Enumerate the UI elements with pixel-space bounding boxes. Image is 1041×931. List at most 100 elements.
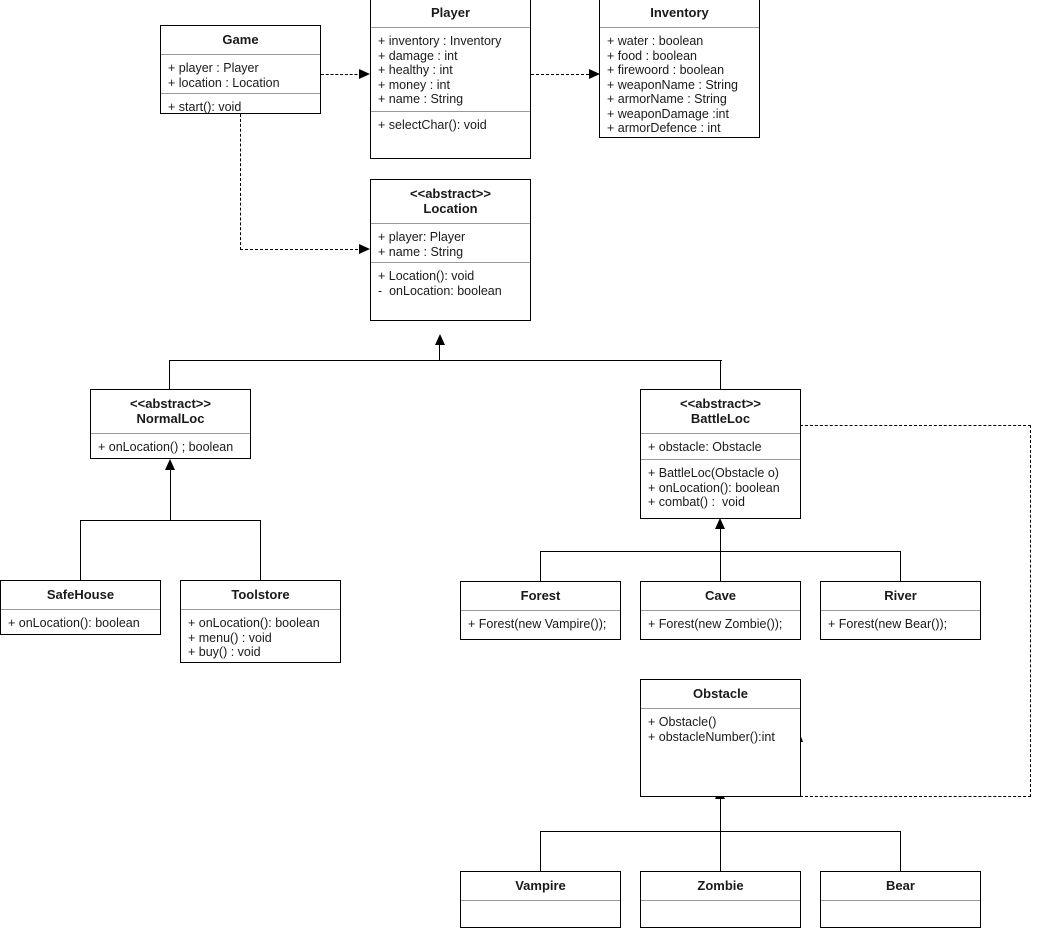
- class-separator: [161, 54, 320, 55]
- class-name-river: River: [884, 588, 917, 603]
- attribute-row: + Forest(new Vampire());: [468, 617, 607, 631]
- attribute-row: + weaponDamage :int: [607, 106, 729, 121]
- class-title-game: Game: [161, 26, 320, 54]
- class-box-normalloc[interactable]: <<abstract>> NormalLoc + onLocation() ; …: [90, 389, 251, 459]
- class-separator: [1, 609, 160, 610]
- attribute-row: + money : int: [378, 77, 450, 92]
- class-box-vampire[interactable]: Vampire: [460, 871, 621, 928]
- class-title-zombie: Zombie: [641, 872, 800, 900]
- connector-obstacle-stem: [719, 798, 721, 832]
- class-attributes-game: + player : Player + location : Location: [161, 55, 320, 93]
- class-separator: [461, 610, 620, 611]
- class-separator: [821, 610, 980, 611]
- class-box-player[interactable]: Player + inventory : Inventory + damage …: [370, 0, 531, 159]
- class-attributes-forest: + Forest(new Vampire());: [461, 611, 620, 638]
- class-box-inventory[interactable]: Inventory + water : boolean + food : boo…: [599, 0, 760, 138]
- class-attributes-location: + player: Player + name : String: [371, 224, 530, 262]
- attribute-row: + player: Player: [378, 230, 466, 244]
- attribute-row: + obstacleNumber():int: [648, 729, 775, 744]
- class-separator: [461, 900, 620, 901]
- class-methods-game: + start(): void: [161, 94, 320, 121]
- class-name-bear: Bear: [886, 878, 915, 893]
- class-name-safehouse: SafeHouse: [46, 587, 115, 602]
- arrowhead-subclasses-to-normalloc: [165, 459, 175, 470]
- class-title-toolstore: Toolstore: [181, 581, 340, 609]
- attribute-row: + firewoord : boolean: [607, 63, 725, 77]
- method-row: + onLocation(): boolean: [648, 480, 780, 495]
- class-box-forest[interactable]: Forest + Forest(new Vampire());: [460, 581, 621, 640]
- class-box-bear[interactable]: Bear: [820, 871, 981, 928]
- attribute-row: + armorDefence : int: [607, 121, 721, 135]
- class-name-battleloc: BattleLoc: [690, 411, 751, 426]
- class-title-battleloc: <<abstract>> BattleLoc: [641, 390, 800, 433]
- arrowhead-subclasses-to-battleloc: [715, 518, 725, 529]
- class-name-inventory: Inventory: [650, 5, 709, 20]
- class-separator: [371, 223, 530, 224]
- arrowhead-player-to-inventory: [589, 68, 600, 79]
- attribute-row: + damage : int: [378, 48, 458, 63]
- connector-game-to-player: [321, 74, 367, 75]
- connector-bus-to-toolstore: [260, 520, 262, 580]
- class-separator: [821, 900, 980, 901]
- attribute-row: + Forest(new Bear());: [828, 617, 948, 631]
- class-attributes-player: + inventory : Inventory + damage : int +…: [371, 28, 530, 111]
- class-name-toolstore: Toolstore: [231, 587, 290, 602]
- connector-battleloc-to-obstacle-top: [800, 425, 1031, 426]
- arrowhead-game-to-player: [359, 68, 370, 79]
- class-separator: [161, 93, 320, 94]
- class-title-player: Player: [371, 0, 530, 27]
- attribute-row: + armorName : String: [607, 92, 727, 106]
- class-separator: [371, 262, 530, 263]
- attribute-row: + onLocation(): boolean: [8, 616, 140, 630]
- class-box-game[interactable]: Game + player : Player + location : Loca…: [160, 25, 321, 114]
- attribute-row: + obstacle: Obstacle: [648, 440, 762, 454]
- class-attributes-toolstore: + onLocation(): boolean + menu() : void …: [181, 610, 340, 666]
- class-separator: [91, 433, 250, 434]
- class-attributes-inventory: + water : boolean + food : boolean + fir…: [600, 28, 759, 142]
- class-box-safehouse[interactable]: SafeHouse + onLocation(): boolean: [0, 580, 161, 635]
- class-stereotype-location: <<abstract>>: [410, 186, 491, 201]
- method-row: - onLocation: boolean: [378, 283, 502, 298]
- connector-bus-to-zombie: [720, 831, 722, 871]
- class-box-location[interactable]: <<abstract>> Location + player: Player +…: [370, 179, 531, 321]
- connector-game-to-location-vertical: [240, 114, 241, 250]
- class-separator: [600, 27, 759, 28]
- class-box-obstacle[interactable]: Obstacle + Obstacle() + obstacleNumber()…: [640, 679, 801, 797]
- connector-battleloc-to-obstacle-bottom: [800, 796, 1031, 797]
- attribute-row: + healthy : int: [378, 63, 453, 77]
- class-title-river: River: [821, 582, 980, 610]
- connector-bus-to-normalloc: [169, 360, 171, 389]
- class-methods-player: + selectChar(): void: [371, 112, 530, 139]
- class-attributes-cave: + Forest(new Zombie());: [641, 611, 800, 638]
- class-separator: [641, 433, 800, 434]
- class-stereotype-battleloc: <<abstract>>: [680, 396, 761, 411]
- class-box-river[interactable]: River + Forest(new Bear());: [820, 581, 981, 640]
- class-box-cave[interactable]: Cave + Forest(new Zombie());: [640, 581, 801, 640]
- method-row: + combat() : void: [648, 495, 745, 509]
- class-title-vampire: Vampire: [461, 872, 620, 900]
- attribute-row: + name : String: [378, 244, 464, 259]
- class-attributes-normalloc: + onLocation() ; boolean: [91, 434, 250, 461]
- connector-location-stem: [439, 344, 441, 361]
- attribute-row: + menu() : void: [188, 630, 272, 645]
- class-stereotype-normalloc: <<abstract>>: [130, 396, 211, 411]
- class-separator: [641, 610, 800, 611]
- class-name-location: Location: [423, 201, 478, 216]
- class-box-zombie[interactable]: Zombie: [640, 871, 801, 928]
- class-title-obstacle: Obstacle: [641, 680, 800, 708]
- class-methods-battleloc: + BattleLoc(Obstacle o) + onLocation(): …: [641, 460, 800, 516]
- class-box-toolstore[interactable]: Toolstore + onLocation(): boolean + menu…: [180, 580, 341, 663]
- arrowhead-subclasses-to-location: [434, 334, 445, 345]
- class-separator: [371, 27, 530, 28]
- method-row: + BattleLoc(Obstacle o): [648, 466, 779, 480]
- class-name-normalloc: NormalLoc: [136, 411, 205, 426]
- connector-bus-to-battleloc: [720, 360, 722, 389]
- class-title-normalloc: <<abstract>> NormalLoc: [91, 390, 250, 433]
- class-box-battleloc[interactable]: <<abstract>> BattleLoc + obstacle: Obsta…: [640, 389, 801, 519]
- method-row: + selectChar(): void: [378, 118, 487, 132]
- attribute-row: + onLocation(): boolean: [188, 616, 320, 630]
- attribute-row: + location : Location: [168, 75, 280, 90]
- attribute-row: + weaponName : String: [607, 77, 738, 92]
- class-attributes-obstacle: + Obstacle() + obstacleNumber():int: [641, 709, 800, 750]
